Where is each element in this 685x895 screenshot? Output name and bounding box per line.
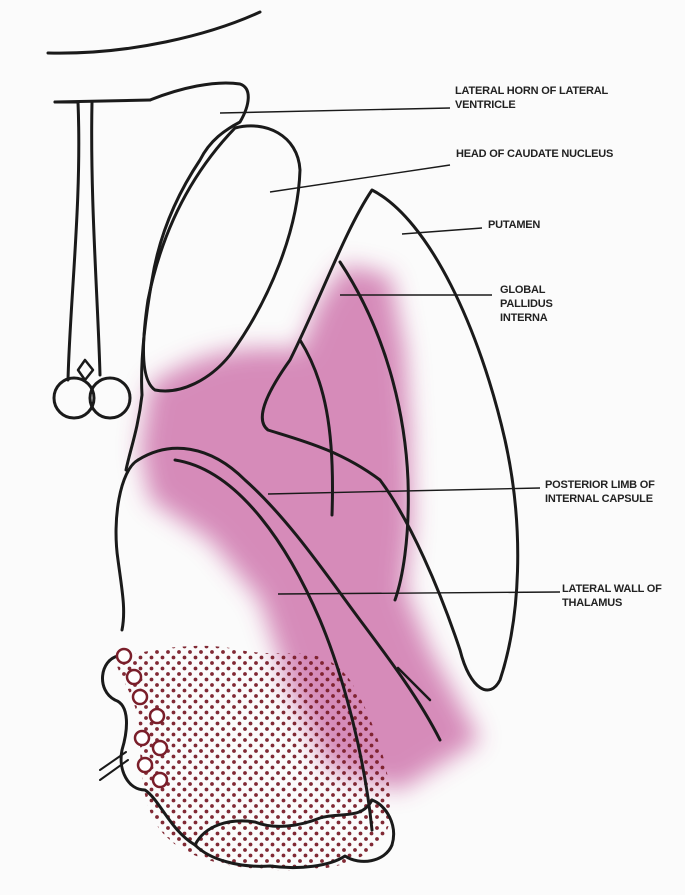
fornix-diamond [78,360,93,380]
leader-putamen [402,228,482,234]
fornix-left-circle [54,378,94,418]
leader-lateral-horn [220,108,450,113]
septum-left-wall [55,102,79,380]
septum-top [55,100,150,102]
septum-right-wall [92,102,100,375]
fornix-right-circle [90,378,130,418]
leader-caudate-head [270,165,450,192]
label-thalamus-wall: LATERAL WALL OF THALAMUS [562,582,662,610]
thalamus-lower-boundary [116,460,138,630]
thalamus-dotted-region [115,646,391,870]
label-lateral-horn: LATERAL HORN OF LATERAL VENTRICLE [455,84,608,112]
corpus-callosum-arc [48,12,260,53]
label-globus-pallidus: GLOBAL PALLIDUS INTERNA [500,283,553,325]
label-posterior-limb: POSTERIOR LIMB OF INTERNAL CAPSULE [545,478,655,506]
label-caudate-head: HEAD OF CAUDATE NUCLEUS [456,147,613,161]
label-putamen: PUTAMEN [488,218,540,232]
